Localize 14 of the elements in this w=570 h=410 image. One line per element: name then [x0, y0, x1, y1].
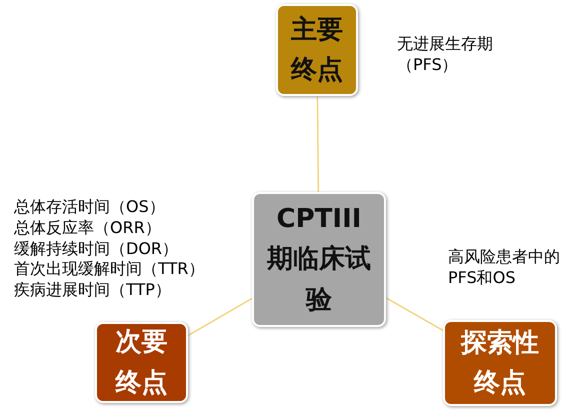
- endpoint-note: 疾病进展时间（TTP）: [14, 280, 172, 301]
- endpoint-note: 总体存活时间（OS）: [14, 197, 166, 218]
- connector-line: [316, 96, 319, 192]
- endpoint-note: 无进展生存期（PFS）: [397, 34, 494, 76]
- endpoint-note: 总体反应率（ORR）: [14, 218, 162, 239]
- endpoint-note: 高风险患者中的PFS和OS: [448, 247, 561, 289]
- trial-box: CPTIII期临床试验: [252, 192, 386, 327]
- connector-line: [188, 298, 252, 336]
- endpoint-box: 次要终点: [95, 322, 188, 403]
- endpoint-box: 主要终点: [276, 4, 358, 96]
- endpoint-box: 探索性终点: [443, 320, 557, 406]
- endpoint-note: 首次出现缓解时间（TTR）: [14, 259, 206, 280]
- connector-line: [386, 297, 444, 331]
- endpoint-note: 缓解持续时间（DOR）: [14, 238, 180, 260]
